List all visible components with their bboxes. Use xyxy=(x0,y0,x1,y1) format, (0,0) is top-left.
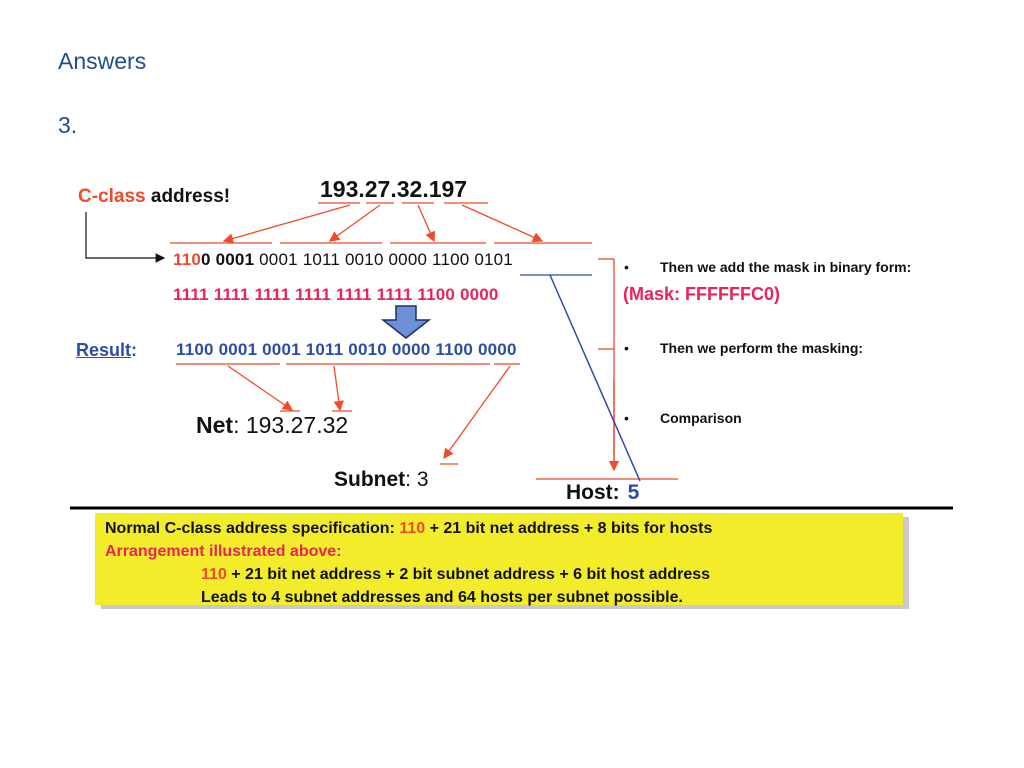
address-binary: 1100 0001 0001 1011 0010 0000 1100 0101 xyxy=(173,250,513,269)
bullet-text-2: Then we perform the masking: xyxy=(660,340,864,356)
down-arrow-icon xyxy=(380,305,432,339)
mask-label: (Mask: FFFFFFC0) xyxy=(623,284,780,304)
net-label: Net: 193.27.32 xyxy=(196,412,349,438)
bullet-text-3: Comparison xyxy=(660,410,742,426)
summary-line-3: 110 + 21 bit net address + 2 bit subnet … xyxy=(201,566,711,583)
bullet-text-1: Then we add the mask in binary form: xyxy=(660,259,912,275)
summary-line-2: Arrangement illustrated above: xyxy=(105,543,342,560)
bullet-icon: • xyxy=(624,340,629,356)
summary-box: Normal C-class address specification: 11… xyxy=(95,513,903,606)
summary-line-4: Leads to 4 subnet addresses and 64 hosts… xyxy=(201,589,683,606)
item-number: 3. xyxy=(58,112,78,138)
summary-line-1: Normal C-class address specification: 11… xyxy=(105,520,713,537)
host-label: Host:5 xyxy=(566,481,640,504)
mask-binary: 1111 1111 1111 1111 1111 1111 1100 0000 xyxy=(173,285,499,304)
subnet-label: Subnet: 3 xyxy=(334,468,429,491)
ip-address: 193.27.32.197 xyxy=(320,176,468,202)
page-title: Answers xyxy=(58,48,147,74)
result-label: Result: xyxy=(76,340,138,360)
cclass-label: C-class address! xyxy=(78,186,231,207)
bullet-icon: • xyxy=(624,410,629,426)
bullet-icon: • xyxy=(624,259,629,275)
result-binary: 1100 0001 0001 1011 0010 0000 1100 0000 xyxy=(176,340,517,359)
